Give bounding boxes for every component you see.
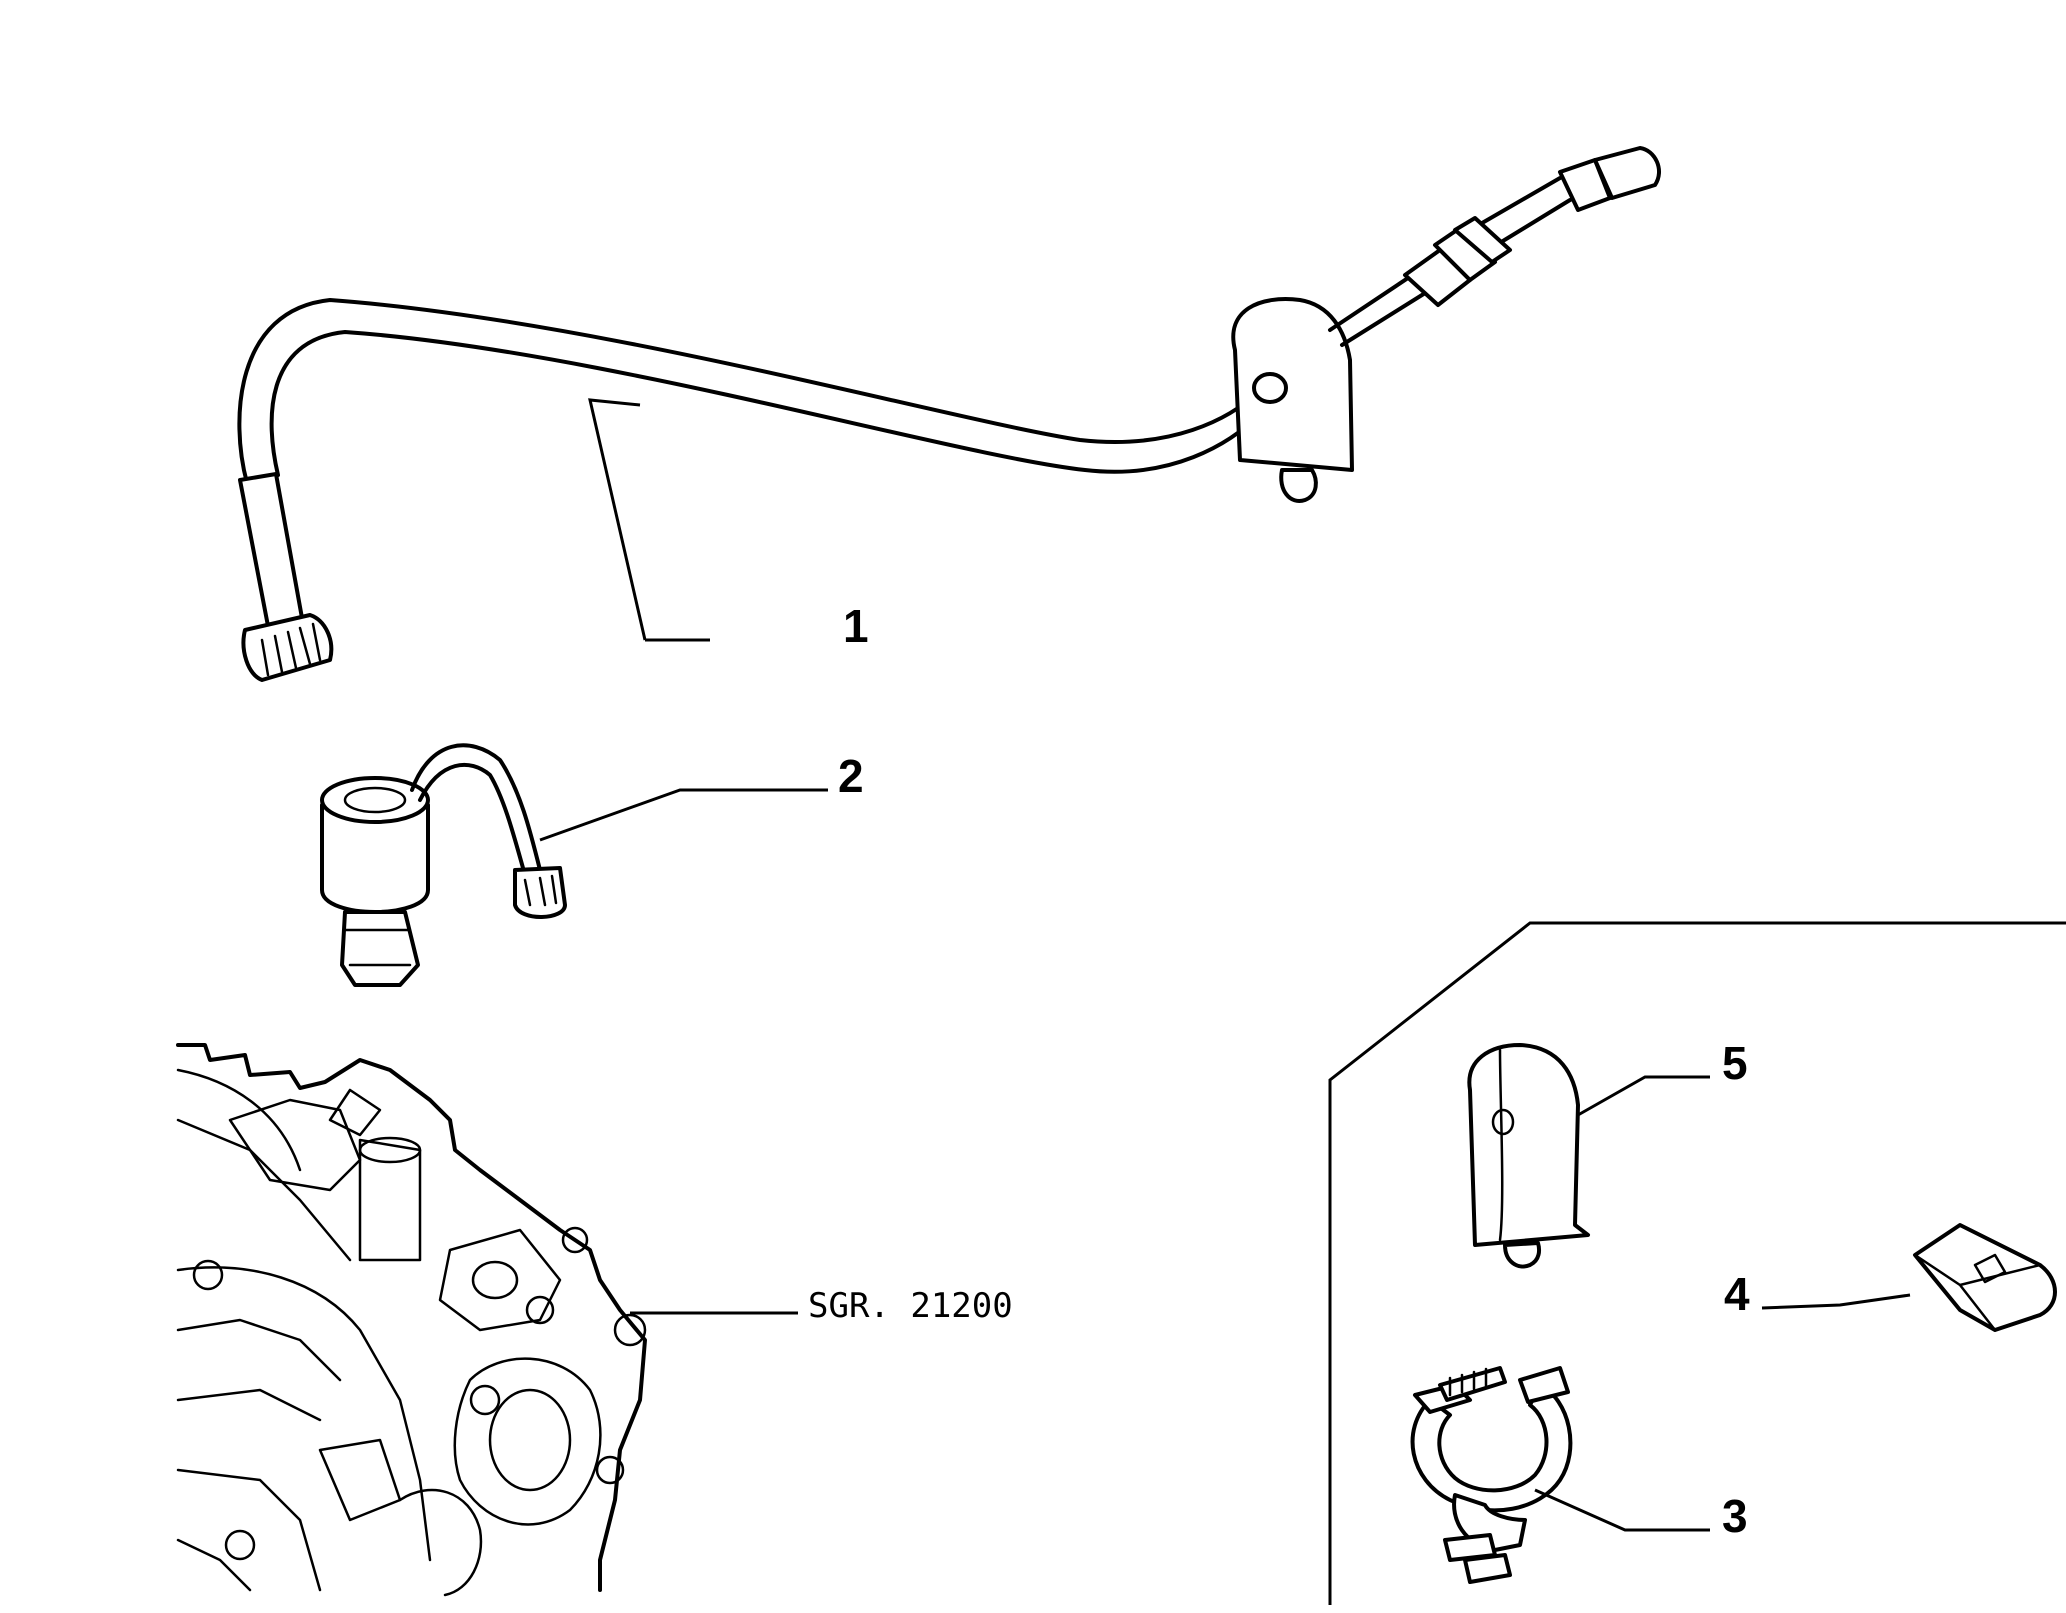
leader-1 bbox=[588, 398, 710, 642]
callout-1: 1 bbox=[843, 600, 869, 652]
leader-3 bbox=[1534, 1488, 1710, 1532]
part-2-speed-sensor[interactable] bbox=[320, 743, 567, 987]
leader-2 bbox=[539, 788, 828, 842]
reference-label: SGR. 21200 bbox=[808, 1286, 1013, 1326]
leader-4 bbox=[1761, 1293, 1911, 1310]
part-5-cover[interactable] bbox=[1467, 1043, 1590, 1269]
callout-4: 4 bbox=[1724, 1268, 1750, 1320]
callout-3: 3 bbox=[1722, 1490, 1748, 1542]
part-1-speedometer-cable[interactable] bbox=[237, 146, 1661, 682]
inset-frame bbox=[1328, 921, 2066, 1605]
part-3-clamp[interactable] bbox=[1410, 1366, 1573, 1584]
transmission-housing bbox=[176, 1043, 647, 1597]
callout-5: 5 bbox=[1722, 1037, 1748, 1089]
leader-5 bbox=[1577, 1075, 1710, 1117]
part-4-clip[interactable] bbox=[1913, 1223, 2057, 1332]
callout-2: 2 bbox=[838, 750, 864, 802]
